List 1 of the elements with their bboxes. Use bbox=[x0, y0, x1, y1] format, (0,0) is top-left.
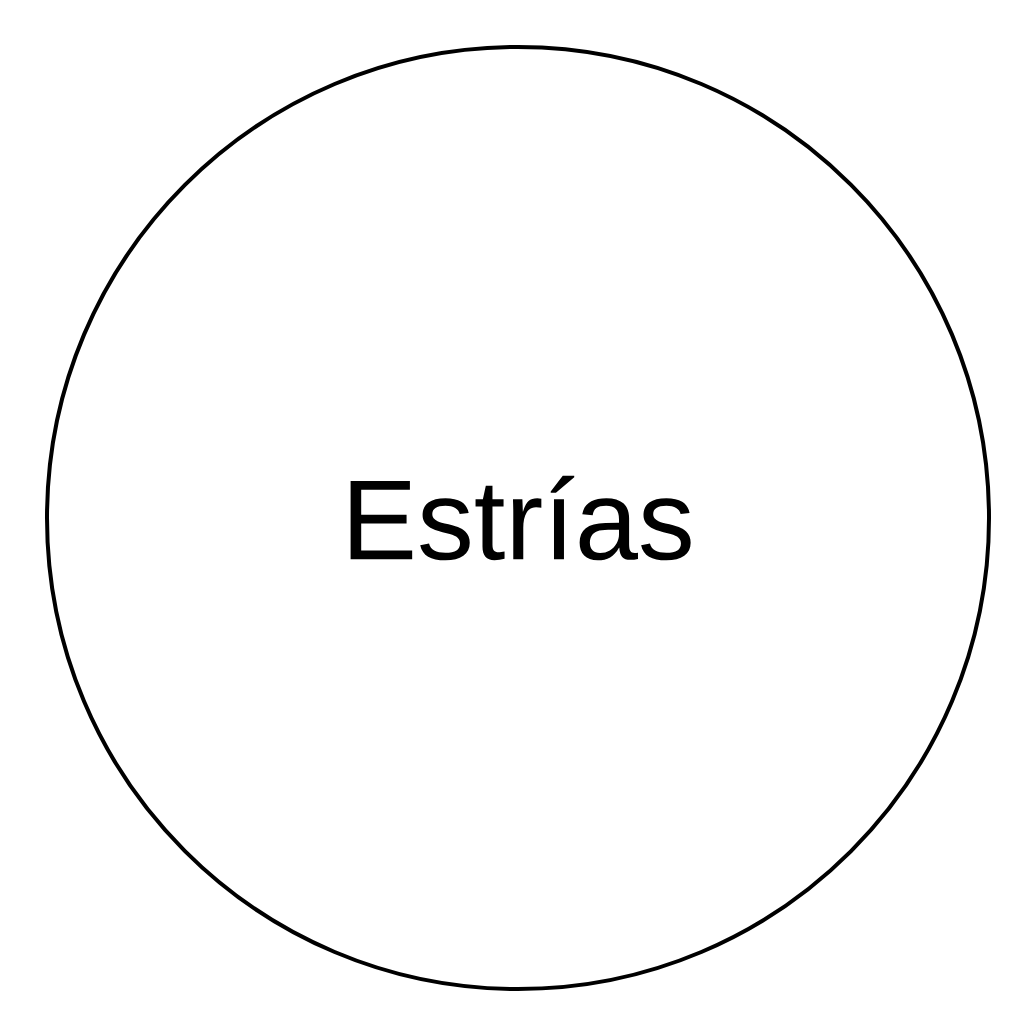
circle-node: Estrías bbox=[45, 45, 991, 991]
